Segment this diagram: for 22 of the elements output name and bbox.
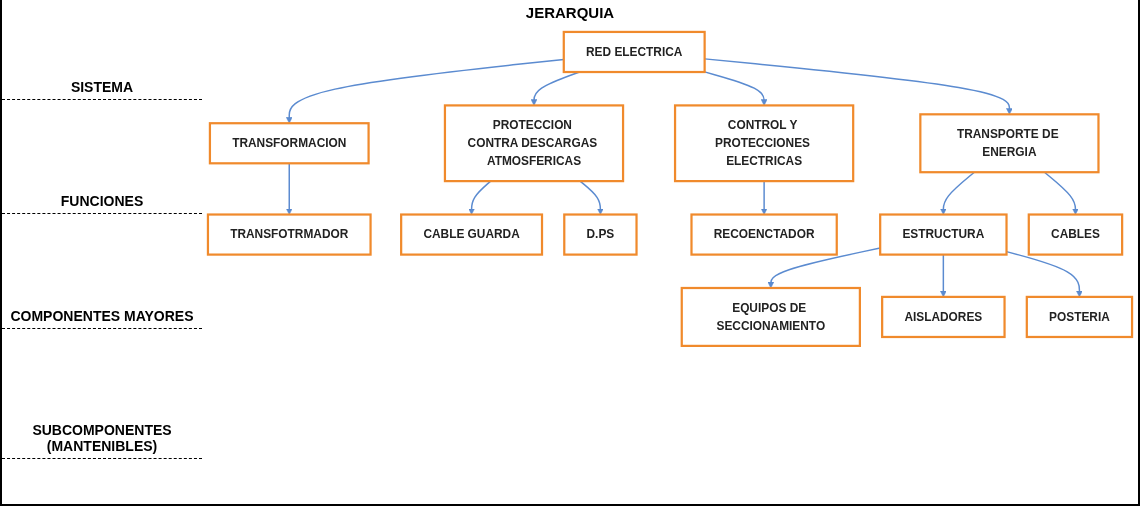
node-box: ESTRUCTURA xyxy=(879,213,1008,256)
node-box: PROTECCION CONTRA DESCARGAS ATMOSFERICAS xyxy=(443,104,625,183)
node-box: D.PS xyxy=(563,213,638,256)
node-box: TRANSPORTE DE ENERGIA xyxy=(919,113,1100,174)
node-box: CONTROL Y PROTECCIONES ELECTRICAS xyxy=(673,104,855,183)
node-box: CABLE GUARDA xyxy=(400,213,544,256)
node-box: POSTERIA xyxy=(1025,295,1134,339)
node-box: RED ELECTRICA xyxy=(562,30,706,74)
node-box: AISLADORES xyxy=(881,295,1006,339)
arrow xyxy=(767,247,881,289)
level-label: SUBCOMPONENTES (MANTENIBLES) xyxy=(2,418,202,460)
level-label: FUNCIONES xyxy=(2,189,202,215)
arrow xyxy=(703,58,1013,115)
node-box: EQUIPOS DE SECCIONAMIENTO xyxy=(680,286,861,347)
node-box: CABLES xyxy=(1027,213,1124,256)
node-box: TRANSFORMACION xyxy=(208,122,370,165)
level-label: COMPONENTES MAYORES xyxy=(2,303,202,329)
diagram-title: JERARQUIA xyxy=(525,4,615,21)
arrow xyxy=(703,71,768,106)
node-box: RECOENCTADOR xyxy=(690,213,838,256)
level-label: SISTEMA xyxy=(2,74,202,100)
node-box: TRANSFOTRMADOR xyxy=(206,213,372,256)
